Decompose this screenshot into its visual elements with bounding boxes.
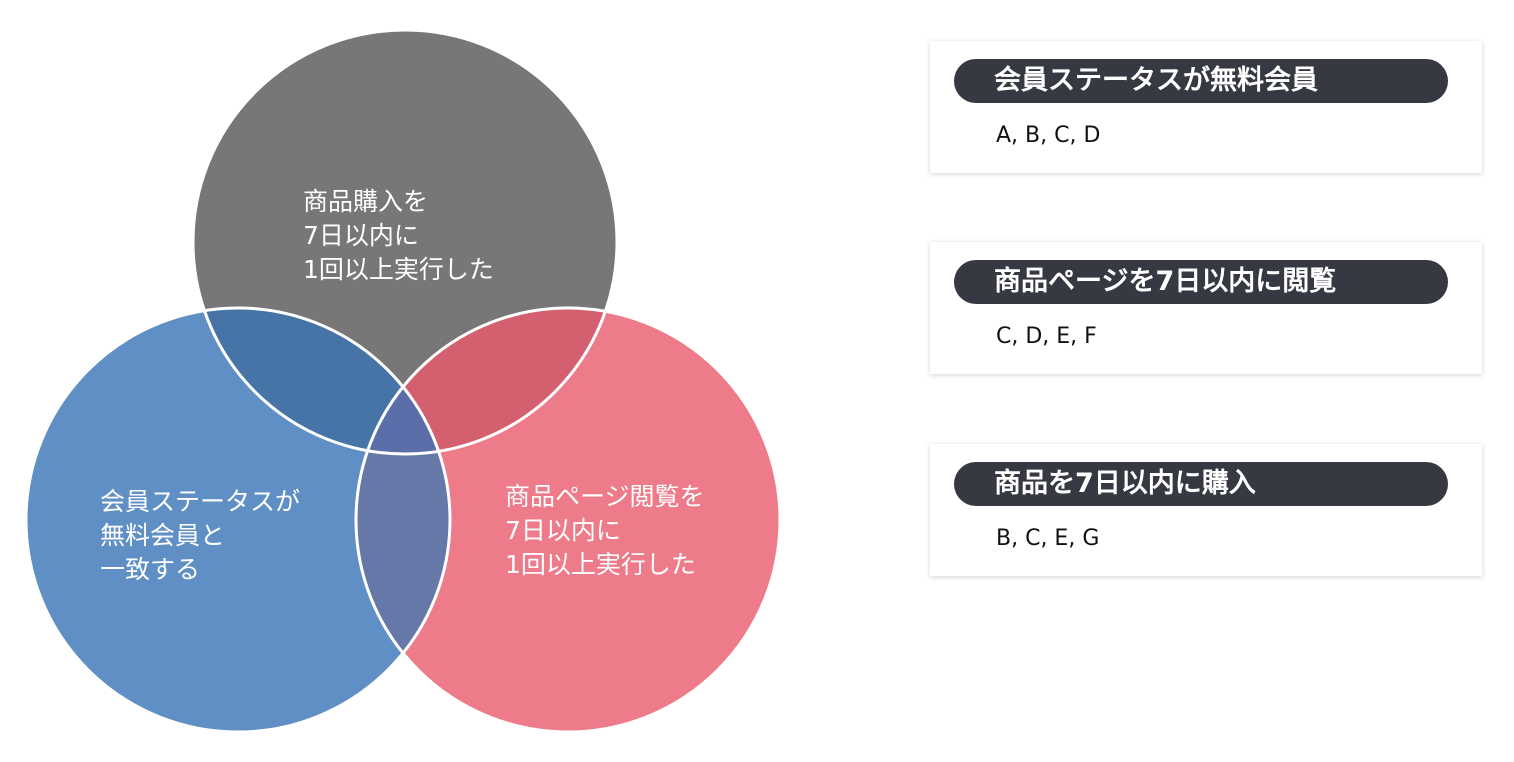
circle-label-line: 商品購入を	[303, 187, 429, 216]
circle-label-line: 会員ステータスが	[100, 487, 301, 516]
segment-card-free-member: 会員ステータスが無料会員 A, B, C, D	[930, 41, 1482, 173]
segment-card-title: 商品ページを7日以内に閲覧	[954, 260, 1448, 304]
venn-outline-free-member	[24, 306, 452, 734]
segment-card-purchase: 商品を7日以内に購入 B, C, E, G	[930, 444, 1482, 576]
segment-card-page-view: 商品ページを7日以内に閲覧 C, D, E, F	[930, 242, 1482, 374]
circle-label-page-view: 商品ページ閲覧を 7日以内に 1回以上実行した	[505, 480, 705, 582]
venn-diagram	[24, 28, 782, 734]
circle-label-line: 1回以上実行した	[303, 255, 494, 284]
segment-card-title: 会員ステータスが無料会員	[954, 59, 1448, 103]
venn-overlap-purchase-view	[356, 308, 617, 454]
circle-label-line: 無料会員と	[100, 521, 226, 550]
segment-card-values: C, D, E, F	[996, 324, 1097, 349]
circle-label-line: 商品ページ閲覧を	[505, 482, 705, 511]
circle-label-line: 1回以上実行した	[505, 550, 696, 579]
segment-card-title: 商品を7日以内に購入	[954, 462, 1448, 506]
circle-label-line: 7日以内に	[505, 516, 621, 545]
segment-card-values: A, B, C, D	[996, 123, 1101, 148]
venn-outline-page-view	[354, 306, 782, 734]
circle-label-free-member: 会員ステータスが 無料会員と 一致する	[100, 485, 300, 587]
venn-overlap-purchase-member	[193, 308, 450, 454]
segment-card-values: B, C, E, G	[996, 526, 1100, 551]
circle-label-purchase: 商品購入を 7日以内に 1回以上実行した	[303, 185, 494, 287]
venn-outline-purchase	[191, 28, 619, 456]
circle-label-line: 一致する	[100, 555, 201, 584]
circle-label-line: 7日以内に	[303, 221, 419, 250]
